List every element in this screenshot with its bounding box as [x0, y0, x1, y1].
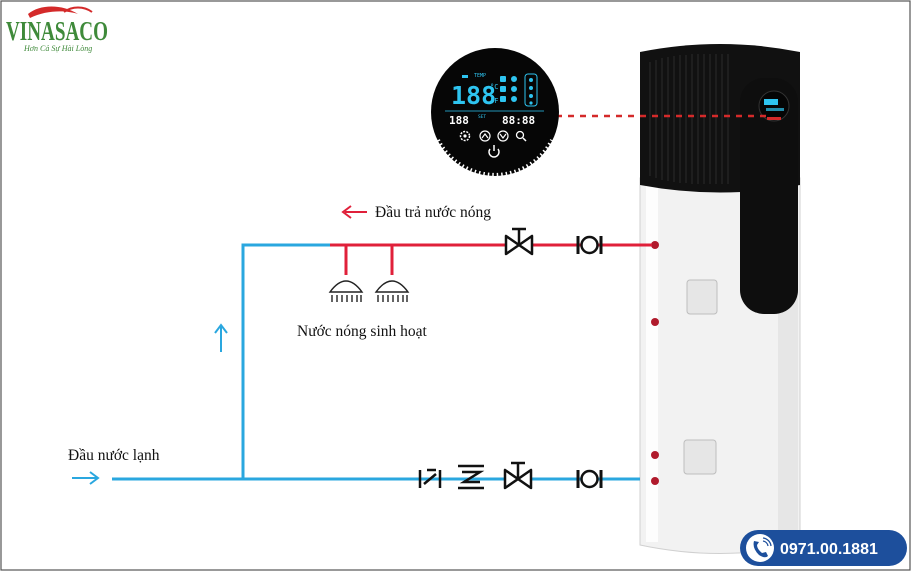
phone-badge-bg [740, 530, 907, 566]
cold-inlet-label: Đầu nước lạnh [68, 447, 160, 464]
heat-pump-tank [639, 44, 801, 554]
shower-icon [374, 280, 410, 302]
cold-inlet-arrow-icon [72, 471, 100, 485]
cold-bypass-pipe [241, 243, 330, 479]
upper-fitting [686, 279, 718, 315]
main-temp-value: 188 [451, 81, 496, 110]
clock-value: 88:88 [502, 114, 535, 127]
control-strip [740, 78, 798, 314]
power-icon[interactable] [488, 145, 500, 158]
status-column [524, 73, 538, 107]
up-arrow-icon[interactable] [479, 130, 491, 142]
unit-fahrenheit: °F [490, 97, 498, 105]
mini-display-brand [767, 117, 781, 120]
wifi-icon [462, 75, 468, 78]
down-arrow-icon[interactable] [497, 130, 509, 142]
hot-return-label: Đầu trả nước nóng [375, 204, 491, 221]
sub-temp-value: 188 [449, 114, 469, 127]
port-upper [651, 318, 659, 326]
pipe-network [112, 243, 652, 481]
domestic-hot-water-label: Nước nóng sinh hoạt [297, 323, 428, 340]
up-flow-arrow-icon [214, 323, 228, 352]
set-label: SET [478, 114, 486, 120]
logo-arc-icon [63, 6, 93, 13]
brand-name: VINASACO [6, 16, 108, 46]
phone-badge[interactable]: 0971.00.1881 [740, 530, 907, 566]
hot-return-arrow-icon [341, 205, 367, 219]
strainer-icon [458, 464, 485, 490]
panel-face [431, 48, 559, 176]
check-valve-icon [418, 468, 442, 488]
logo-swoosh-icon [28, 6, 78, 18]
port-hot-outlet [651, 241, 659, 249]
valve-icon [504, 227, 534, 256]
tank-vent-grille [649, 54, 729, 184]
lower-fitting [683, 439, 717, 475]
phone-icon [753, 537, 772, 558]
mini-display-digits [764, 99, 778, 105]
pump-icon [576, 469, 603, 489]
phone-number: 0971.00.1881 [780, 541, 878, 558]
mini-display [758, 90, 790, 122]
valve-icon [503, 461, 533, 490]
mode-icons [500, 76, 517, 102]
brand-logo: VINASACO Hơn Cả Sự Hài Lòng [6, 6, 108, 53]
brand-tagline: Hơn Cả Sự Hài Lòng [23, 44, 92, 53]
shower-icon [328, 280, 364, 302]
settings-icon[interactable] [459, 130, 471, 142]
tank-highlight [646, 180, 658, 542]
control-panel: TEMP 188 °C °F 188 SET 88:88 [431, 48, 559, 177]
mini-display-row [766, 108, 784, 111]
unit-celsius: °C [490, 83, 498, 91]
port-cold-inlet [651, 477, 659, 485]
pump-icon [576, 235, 603, 255]
port-lower [651, 451, 659, 459]
phone-icon-bg [746, 534, 774, 562]
search-icon[interactable] [515, 130, 527, 142]
panel-tick-ring [436, 139, 554, 177]
temp-label: TEMP [474, 73, 486, 79]
